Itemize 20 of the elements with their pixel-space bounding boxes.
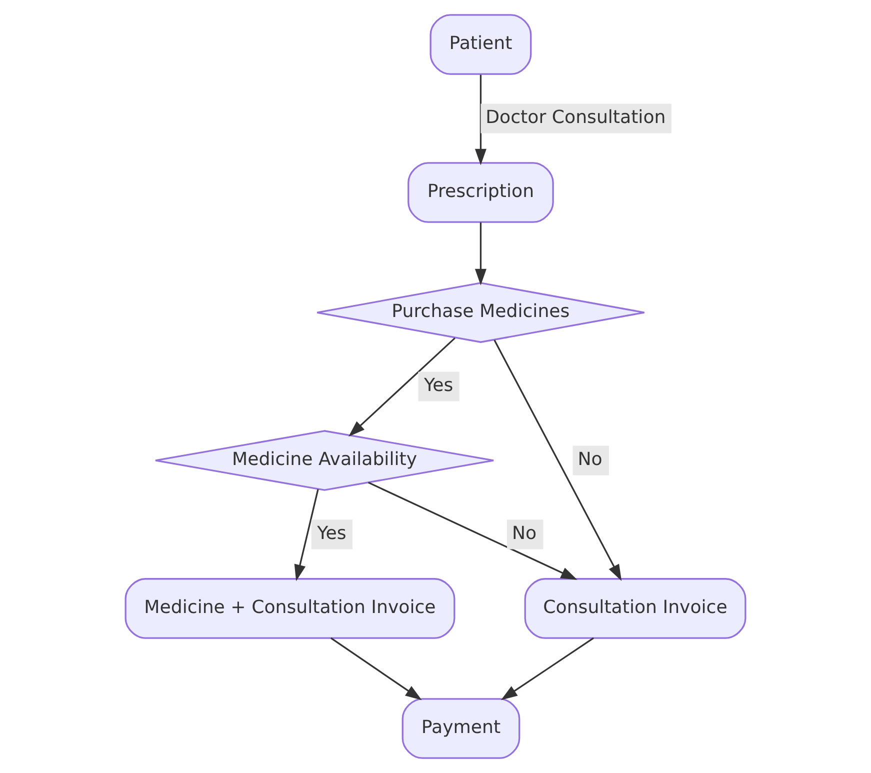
arrow	[348, 337, 456, 437]
edge-label: Yes	[424, 375, 454, 396]
arrow	[330, 637, 422, 700]
node-box: Payment	[402, 698, 520, 759]
arrow	[294, 489, 319, 582]
arrow	[474, 222, 486, 286]
arrow	[500, 637, 594, 700]
node-box: Consultation Invoice	[524, 578, 746, 639]
node-diamond: Purchase Medicines	[316, 282, 646, 343]
edge-label: Doctor Consultation	[486, 107, 666, 128]
node-box: Prescription	[408, 162, 554, 223]
arrow	[494, 340, 622, 581]
edge-label: No	[578, 449, 602, 470]
edge-label: Yes	[317, 523, 346, 544]
node-box: Medicine + Consultation Invoice	[124, 578, 456, 639]
edge-label: No	[512, 523, 537, 544]
node-diamond: Medicine Availability	[154, 430, 494, 491]
node-box: Patient	[430, 14, 532, 75]
arrow	[368, 482, 578, 580]
arrow	[474, 74, 486, 166]
